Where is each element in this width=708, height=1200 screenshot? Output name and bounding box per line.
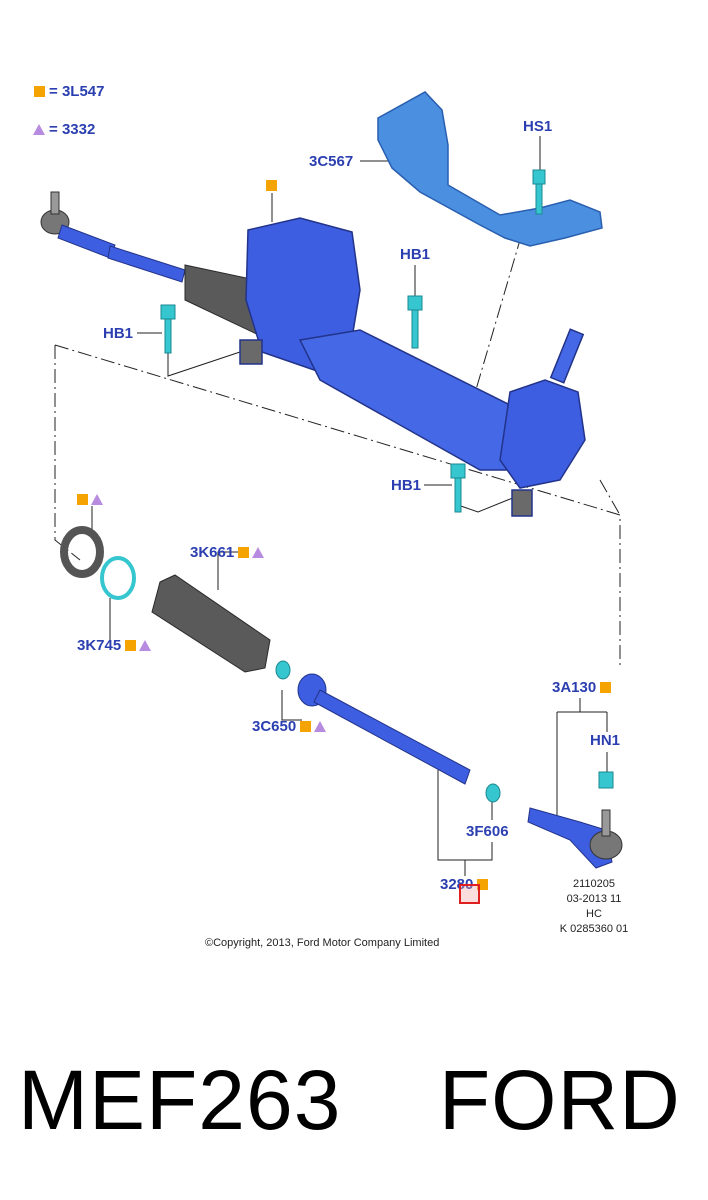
jam-nut-3f606 bbox=[485, 783, 501, 803]
outer-clamp-ring bbox=[60, 526, 104, 578]
triangle-marker-icon bbox=[314, 721, 327, 732]
copyright-notice: ©Copyright, 2013, Ford Motor Company Lim… bbox=[205, 937, 440, 949]
bolt-hb1-left bbox=[160, 304, 176, 354]
callout-hb1-left: HB1 bbox=[103, 325, 134, 342]
square-marker-icon bbox=[238, 547, 250, 558]
inner-clamp-3k745 bbox=[100, 556, 136, 600]
square-marker-icon bbox=[266, 180, 277, 191]
legend-square-row: = 3L547 bbox=[34, 83, 104, 100]
triangle-marker-icon bbox=[91, 494, 103, 505]
callout-3280-text: 3280 bbox=[440, 876, 474, 893]
bolt-hb1-lower bbox=[450, 463, 466, 513]
callout-hb1-lower: HB1 bbox=[391, 477, 422, 494]
callout-hb1-top: HB1 bbox=[400, 246, 431, 263]
callout-3f606: 3F606 bbox=[466, 823, 509, 840]
callout-3k745-text: 3K745 bbox=[77, 637, 122, 654]
callout-3k745: 3K745 bbox=[77, 637, 152, 654]
legend-equals: = bbox=[49, 121, 62, 138]
rack-boot-3k661 bbox=[151, 574, 271, 673]
outer-tie-rod-end-3a130 bbox=[527, 807, 623, 869]
square-marker-icon bbox=[300, 721, 312, 732]
square-marker-icon bbox=[77, 494, 88, 505]
callout-3280: 3280 bbox=[440, 876, 489, 893]
callout-3k661: 3K661 bbox=[190, 544, 265, 561]
legend-triangle-row: = 3332 bbox=[33, 121, 95, 138]
callout-3a130: 3A130 bbox=[552, 679, 612, 696]
callout-3c650: 3C650 bbox=[252, 718, 327, 735]
leader-lines bbox=[91, 136, 608, 876]
callout-square-marker bbox=[266, 177, 277, 194]
legend-triangle-code: 3332 bbox=[61, 121, 96, 138]
drawing-reference: 2110205 03-2013 11 HC K 0285360 01 bbox=[540, 877, 648, 937]
legend-equals: = bbox=[49, 83, 62, 100]
clip-3c650 bbox=[275, 660, 291, 680]
top-left-tie-rod-end bbox=[40, 191, 186, 283]
steering-rack-housing bbox=[239, 217, 586, 517]
legend-square-code: 3L547 bbox=[61, 83, 105, 100]
triangle-marker-icon bbox=[252, 547, 265, 558]
triangle-marker-icon bbox=[33, 124, 45, 135]
reference-line-3: HC bbox=[586, 908, 602, 920]
square-marker-icon bbox=[477, 879, 489, 890]
bolt-hb1-top bbox=[407, 295, 423, 349]
selection-highlight-box[interactable] bbox=[459, 884, 480, 904]
callout-ring-markers bbox=[73, 491, 103, 508]
reference-line-1: 2110205 bbox=[572, 878, 615, 890]
square-marker-icon bbox=[34, 86, 45, 97]
stud-hs1 bbox=[532, 169, 546, 215]
triangle-marker-icon bbox=[139, 640, 152, 651]
square-marker-icon bbox=[600, 682, 612, 693]
reference-line-2: 03-2013 11 bbox=[566, 893, 622, 905]
callout-3c567: 3C567 bbox=[309, 153, 354, 170]
callout-hs1: HS1 bbox=[523, 118, 553, 135]
callout-3a130-text: 3A130 bbox=[552, 679, 597, 696]
callout-3c650-text: 3C650 bbox=[252, 718, 297, 735]
inner-tie-rod-3280 bbox=[297, 673, 471, 785]
product-caption: MEF263 FORD bbox=[18, 1053, 681, 1147]
square-marker-icon bbox=[125, 640, 137, 651]
reference-line-4: K 0285360 01 bbox=[559, 923, 629, 935]
nut-hn1 bbox=[598, 771, 614, 789]
heat-shield-part bbox=[377, 91, 603, 247]
steering-gear-exploded-diagram bbox=[40, 91, 623, 876]
callout-3k661-text: 3K661 bbox=[190, 544, 235, 561]
guide-lines bbox=[54, 239, 621, 668]
callout-hn1: HN1 bbox=[590, 732, 621, 749]
